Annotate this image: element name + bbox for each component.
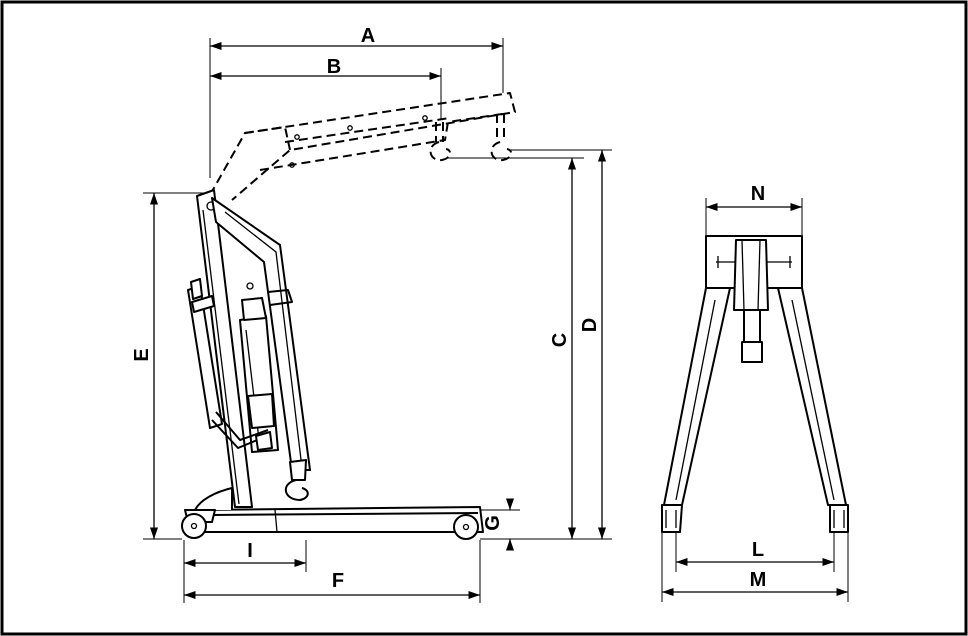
extended-boom-dashed [209,92,516,201]
dimension-N: N [705,183,803,236]
dimension-I: I [183,540,307,603]
label-E: E [131,348,153,361]
label-D: D [579,318,601,332]
crane-base [181,487,484,540]
label-A: A [361,25,375,47]
dimension-M: M [661,532,849,602]
label-G: G [482,515,504,531]
dimension-F: F [184,540,481,603]
label-M: M [750,569,767,591]
crane-mast [196,189,253,508]
label-F: F [332,570,344,592]
dimension-C: C [446,157,584,539]
side-view: A B C D E [131,25,612,603]
pump-handle [187,278,273,451]
label-C: C [549,333,571,347]
left-leg [661,287,731,533]
dimension-D: D [508,149,612,539]
hydraulic-ram [239,282,279,453]
centre-column [733,239,769,363]
label-B: B [327,56,341,78]
dimension-G: G [480,498,520,551]
front-wheel [453,514,479,540]
label-I: I [247,540,253,562]
front-view: N L M [661,183,849,602]
dimension-A: A [209,25,504,178]
crane-boom [211,197,311,501]
dimension-E: E [131,192,208,540]
right-leg [777,287,849,533]
dimension-B: B [210,56,442,120]
dimension-L: L [675,532,835,572]
rear-wheel [181,513,207,539]
label-N: N [751,183,765,205]
label-L: L [752,539,764,561]
